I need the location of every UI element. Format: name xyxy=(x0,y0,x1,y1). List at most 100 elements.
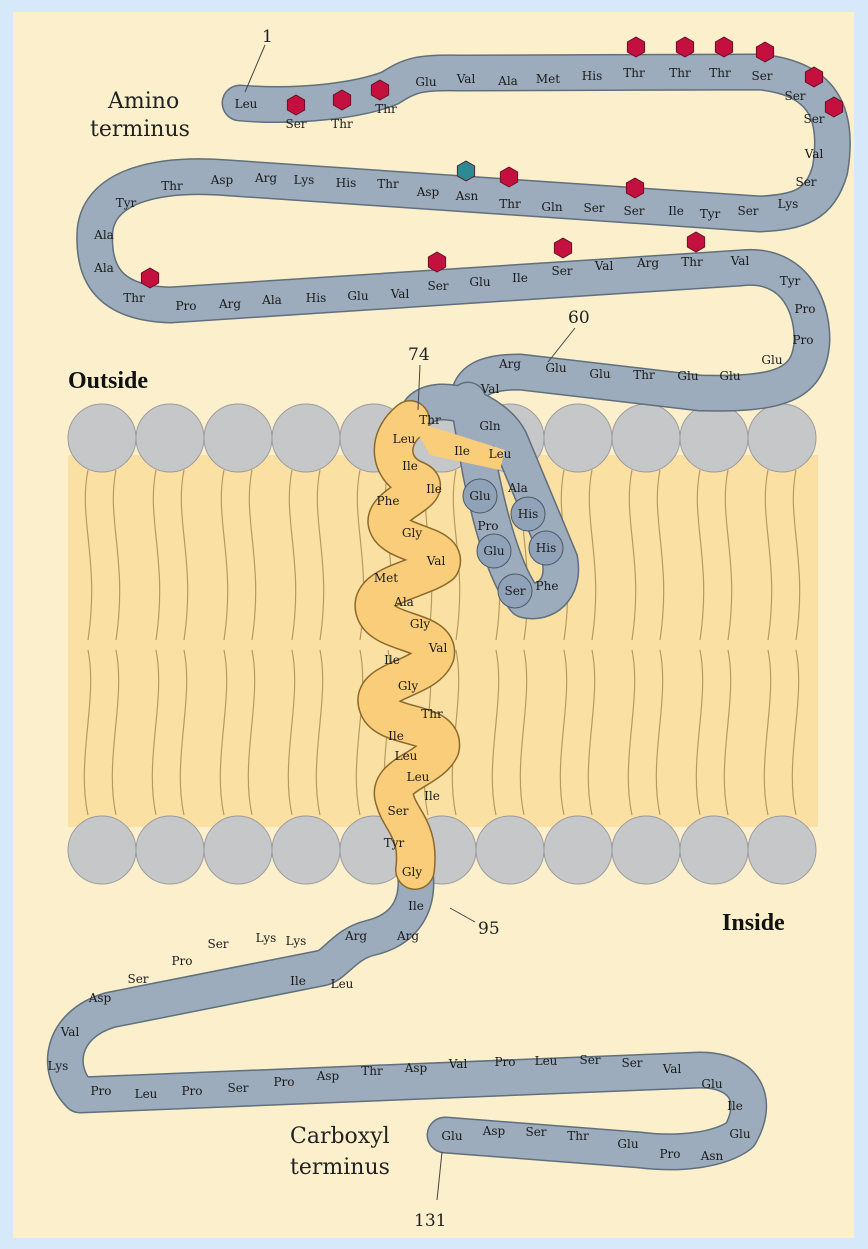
residue-label: Thr xyxy=(633,368,655,382)
residue-number-74: 74 xyxy=(408,345,430,365)
residue-number-1: 1 xyxy=(262,27,273,47)
residue-label: Glu xyxy=(719,369,740,383)
residue-label: Pro xyxy=(175,299,196,313)
outside-label: Outside xyxy=(68,368,148,394)
residue-label: Thr xyxy=(669,66,691,80)
residue-label: Val xyxy=(456,72,476,86)
lipid-head xyxy=(204,816,272,884)
residue-label: Leu xyxy=(407,770,430,784)
residue-label: Asp xyxy=(88,991,112,1005)
lipid-head xyxy=(544,404,612,472)
residue-label: Ile xyxy=(727,1099,743,1113)
residue-label: Pro xyxy=(181,1084,202,1098)
residue-label: Thr xyxy=(419,413,441,427)
residue-number-131: 131 xyxy=(414,1211,446,1231)
residue-label: Glu xyxy=(677,369,698,383)
residue-label: Met xyxy=(536,72,560,86)
residue-label: Val xyxy=(448,1057,468,1071)
residue-label: Pro xyxy=(273,1075,294,1089)
lipid-head xyxy=(272,816,340,884)
lipid-head xyxy=(612,404,680,472)
residue-number-60: 60 xyxy=(568,308,590,328)
residue-label: Ile xyxy=(408,899,424,913)
residue-label: Arg xyxy=(396,929,419,943)
carboxyl-terminus-label-line1: Carboxyl xyxy=(290,1124,390,1149)
residue-label: Thr xyxy=(709,66,731,80)
residue-label: Glu xyxy=(415,75,436,89)
lipid-head xyxy=(476,816,544,884)
residue-label: Ile xyxy=(424,789,440,803)
residue-label: Gly xyxy=(398,679,418,693)
lipid-head xyxy=(136,404,204,472)
residue-label: Thr xyxy=(681,255,703,269)
residue-label: Arg xyxy=(218,297,241,311)
residue-label: Thr xyxy=(375,102,397,116)
residue-label: Phe xyxy=(536,579,559,593)
residue-label: Lys xyxy=(286,934,307,948)
residue-label: Thr xyxy=(123,291,145,305)
residue-label: Leu xyxy=(235,97,258,111)
residue-label: Pro xyxy=(477,519,498,533)
residue-label: Tyr xyxy=(384,836,405,850)
residue-label: His xyxy=(336,176,356,190)
residue-label: Glu xyxy=(701,1077,722,1091)
residue-label: Tyr xyxy=(780,274,801,288)
residue-label: Val xyxy=(426,554,446,568)
residue-label: Met xyxy=(374,571,398,585)
amino-terminus-label-line1: Amino xyxy=(107,89,179,114)
residue-label: Ser xyxy=(583,201,604,215)
residue-label: Glu xyxy=(469,489,490,503)
residue-label: Tyr xyxy=(116,196,137,210)
residue-label: Pro xyxy=(794,302,815,316)
residue-label: Ser xyxy=(285,117,306,131)
lipid-head xyxy=(748,404,816,472)
residue-label: Ala xyxy=(497,74,518,88)
residue-label: Arg xyxy=(636,256,659,270)
residue-label: Ser xyxy=(427,279,448,293)
lipid-head xyxy=(136,816,204,884)
residue-label: Leu xyxy=(331,977,354,991)
residue-label: Ser xyxy=(751,69,772,83)
residue-label: Asn xyxy=(455,189,479,203)
residue-label: Lys xyxy=(294,173,315,187)
residue-label: Ser xyxy=(387,804,408,818)
residue-label: Phe xyxy=(377,494,400,508)
residue-label: Ile xyxy=(668,204,684,218)
residue-label: Ala xyxy=(507,481,528,495)
residue-label: Ile xyxy=(384,653,400,667)
lipid-head xyxy=(612,816,680,884)
residue-label: Ser xyxy=(795,175,816,189)
residue-label: Ile xyxy=(290,974,306,988)
residue-label: Leu xyxy=(135,1087,158,1101)
lipid-head xyxy=(68,816,136,884)
lipid-head xyxy=(204,404,272,472)
residue-label: Pro xyxy=(90,1084,111,1098)
residue-label: Glu xyxy=(347,289,368,303)
residue-label: Ala xyxy=(93,261,114,275)
residue-label: Gln xyxy=(479,419,500,433)
residue-label: Asp xyxy=(316,1069,340,1083)
residue-label: Lys xyxy=(48,1059,69,1073)
residue-label: Thr xyxy=(361,1064,383,1078)
lipid-head xyxy=(68,404,136,472)
residue-label: His xyxy=(306,291,326,305)
residue-label: Ser xyxy=(127,972,148,986)
lipid-head xyxy=(748,816,816,884)
residue-number-95: 95 xyxy=(478,919,500,939)
residue-label: Leu xyxy=(535,1054,558,1068)
residue-label: Thr xyxy=(623,66,645,80)
residue-label: Glu xyxy=(729,1127,750,1141)
residue-label: Thr xyxy=(567,1129,589,1143)
residue-label: Pro xyxy=(494,1055,515,1069)
residue-label: Thr xyxy=(161,179,183,193)
residue-label: Ser xyxy=(551,264,572,278)
residue-label: Ser xyxy=(579,1053,600,1067)
residue-label: Glu xyxy=(483,544,504,558)
residue-label: Ala xyxy=(261,293,282,307)
residue-label: His xyxy=(518,507,538,521)
residue-label: Ala xyxy=(93,228,114,242)
residue-label: Ser xyxy=(227,1081,248,1095)
residue-label: Glu xyxy=(617,1137,638,1151)
lipid-head xyxy=(544,816,612,884)
residue-label: Gly xyxy=(402,526,422,540)
